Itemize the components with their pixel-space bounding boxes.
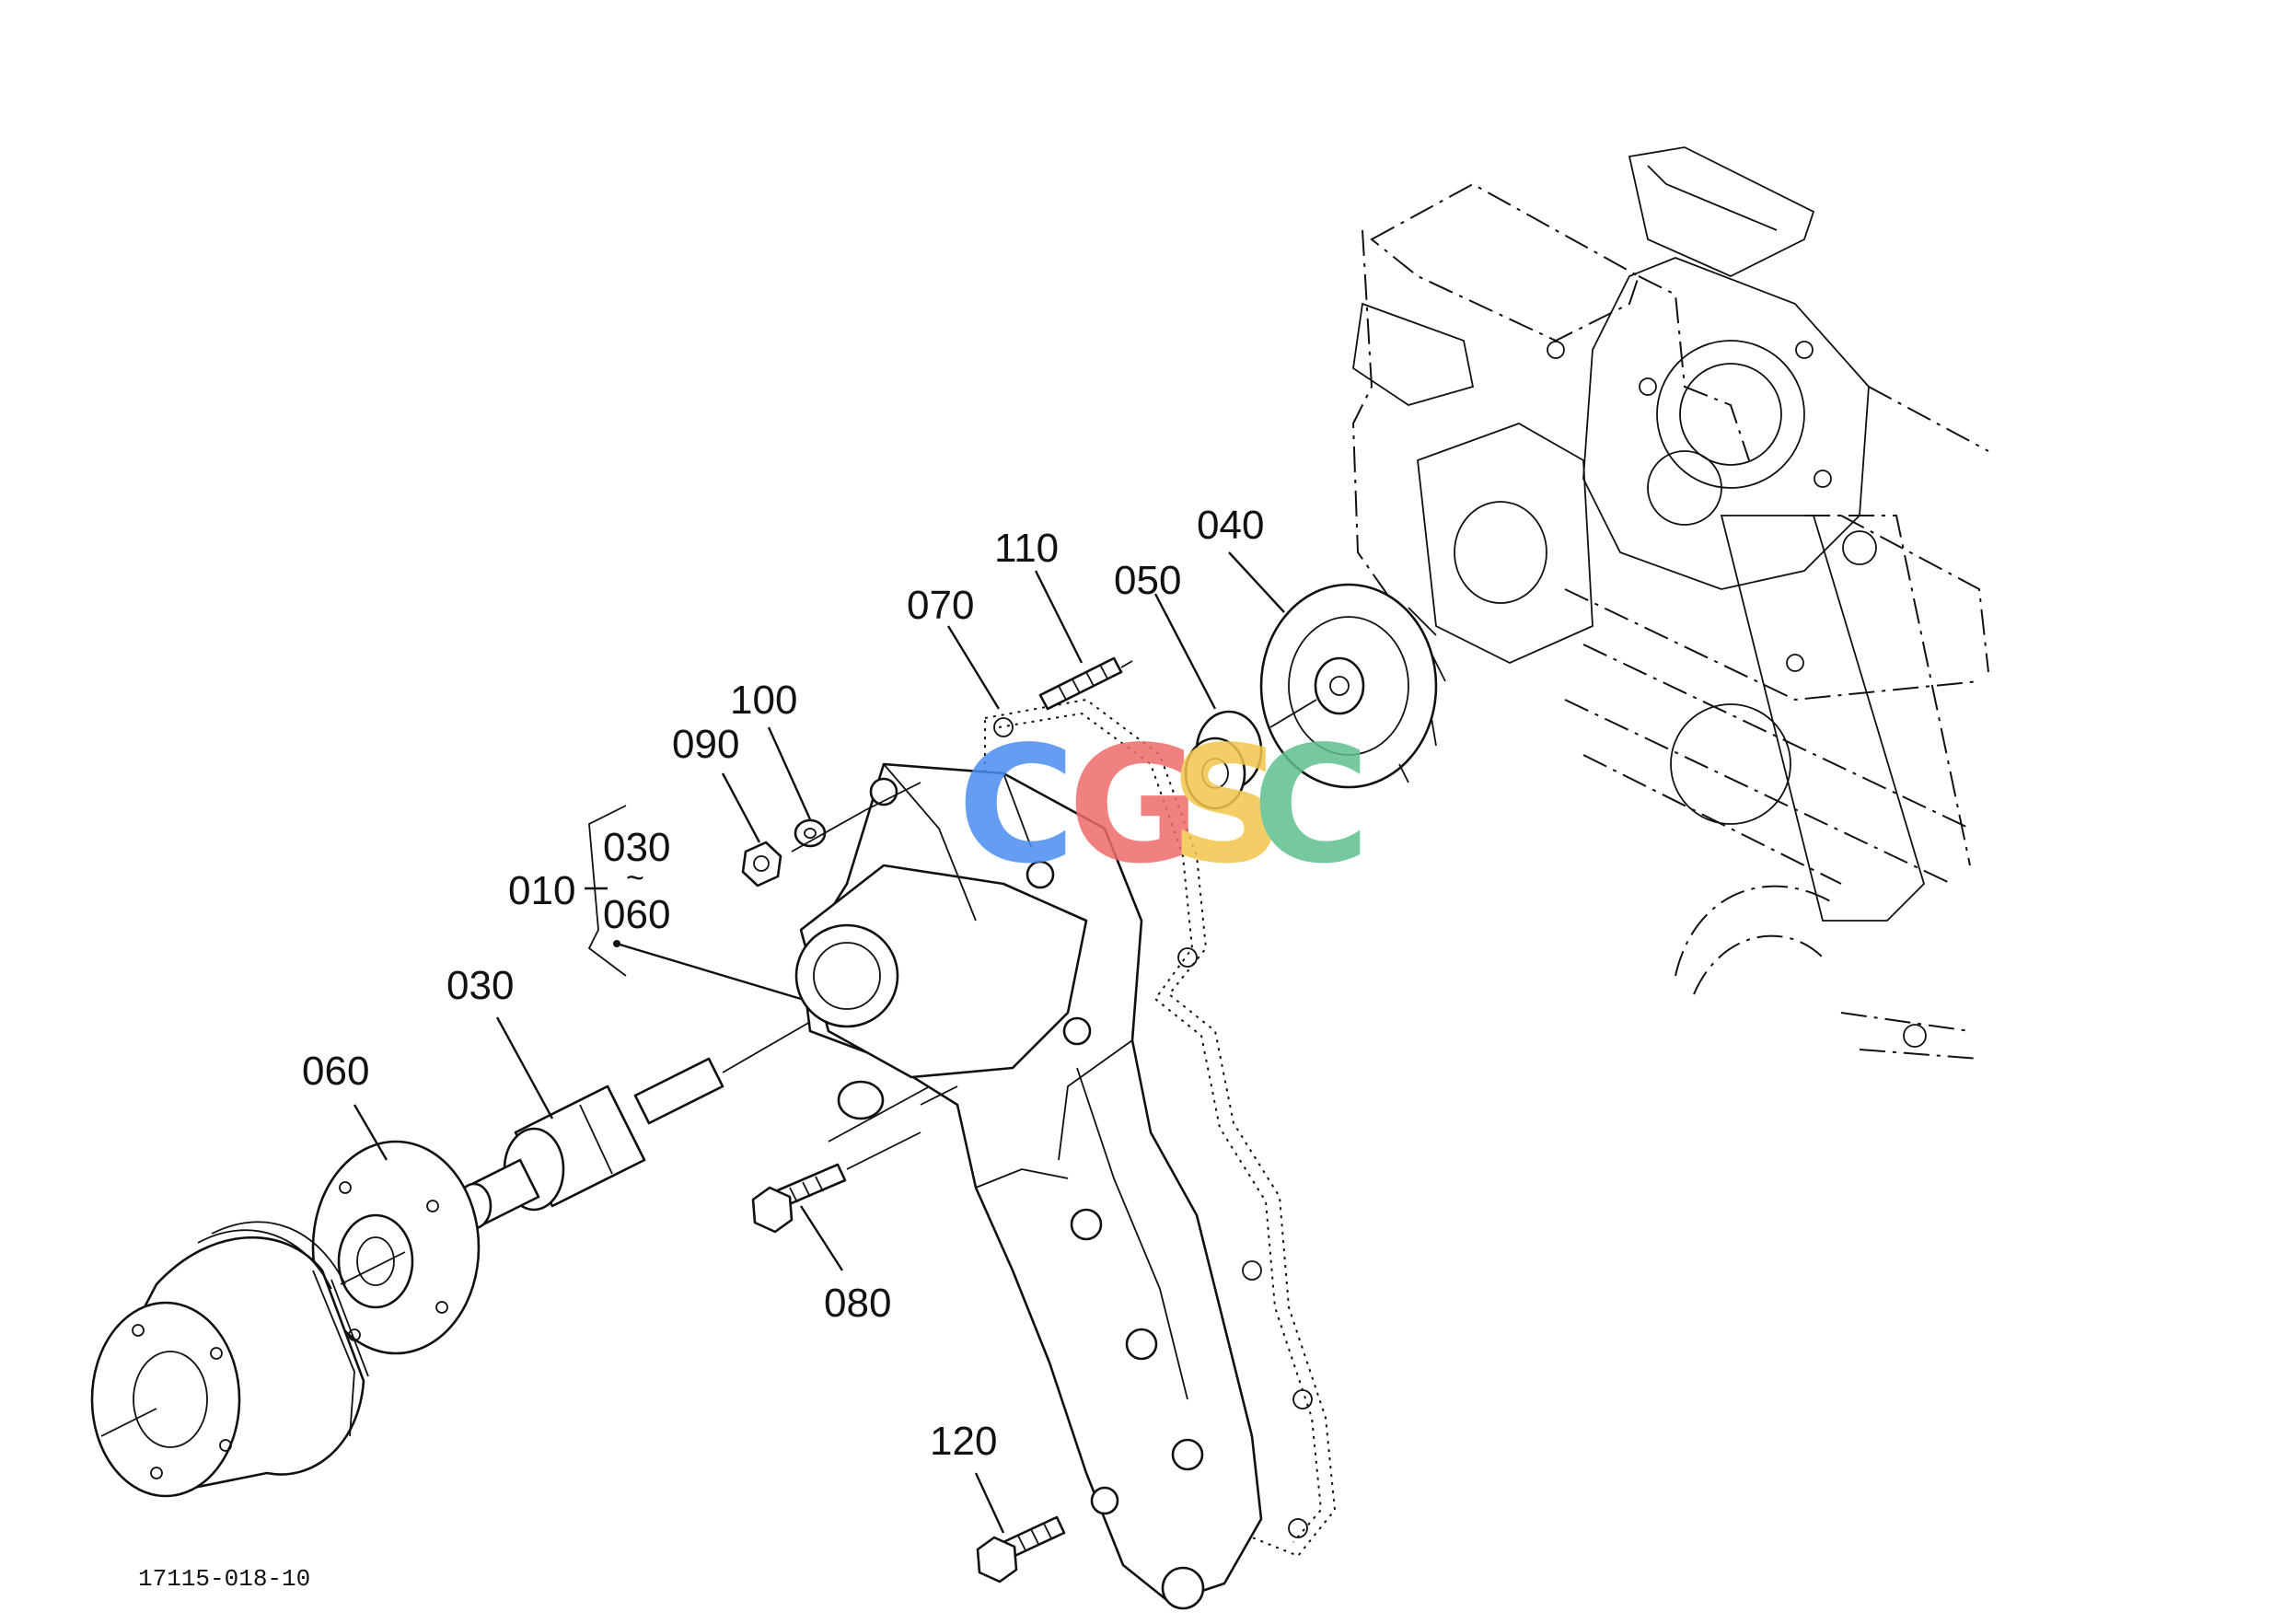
watermark-letter-c2: C [1252, 713, 1370, 899]
mechanical-seal [1184, 710, 1263, 810]
water-pump-housing [794, 762, 1263, 1610]
callout-050: 050 [1114, 558, 1181, 603]
callout-060: 060 [302, 1049, 369, 1094]
impeller [1259, 583, 1446, 789]
water-pump-gasket [984, 698, 1337, 1558]
callout-010: 010 [508, 868, 575, 913]
callout-120: 120 [930, 1419, 997, 1464]
callout-060-range-end: 060 [603, 892, 670, 937]
washer [794, 818, 827, 848]
callout-labels: 040 050 110 070 100 090 030 ~ 060 010 03… [302, 503, 1264, 1464]
leader-lines [353, 551, 1285, 1534]
callout-080: 080 [824, 1281, 891, 1326]
hex-nut [741, 841, 782, 887]
hex-bolt-080 [751, 1163, 847, 1234]
callout-030-range-start: 030 [603, 825, 670, 870]
callout-070: 070 [907, 583, 974, 628]
assembly-axes [100, 699, 1317, 1437]
watermark-letter-s: S [1169, 713, 1285, 899]
fan-pulley [90, 1221, 369, 1498]
watermark-letter-c1: C [957, 713, 1075, 899]
range-separator: ~ [626, 861, 644, 896]
callout-030: 030 [446, 963, 514, 1008]
stud-bolt [1038, 656, 1133, 711]
callout-040: 040 [1197, 503, 1264, 548]
hex-bolt-120 [976, 1515, 1066, 1583]
engine-block-outline [1351, 146, 1989, 1060]
callout-110: 090 [672, 722, 739, 767]
pump-shaft-bearing [456, 1057, 724, 1230]
pump-flange [311, 1140, 481, 1355]
figure-number: 17115-018-10 [138, 1565, 310, 1593]
callout-100: 100 [730, 678, 797, 723]
watermark-logo: C G S C [957, 713, 1370, 899]
callout-090: 110 [994, 526, 1059, 571]
watermark-letter-g: G [1068, 713, 1200, 899]
